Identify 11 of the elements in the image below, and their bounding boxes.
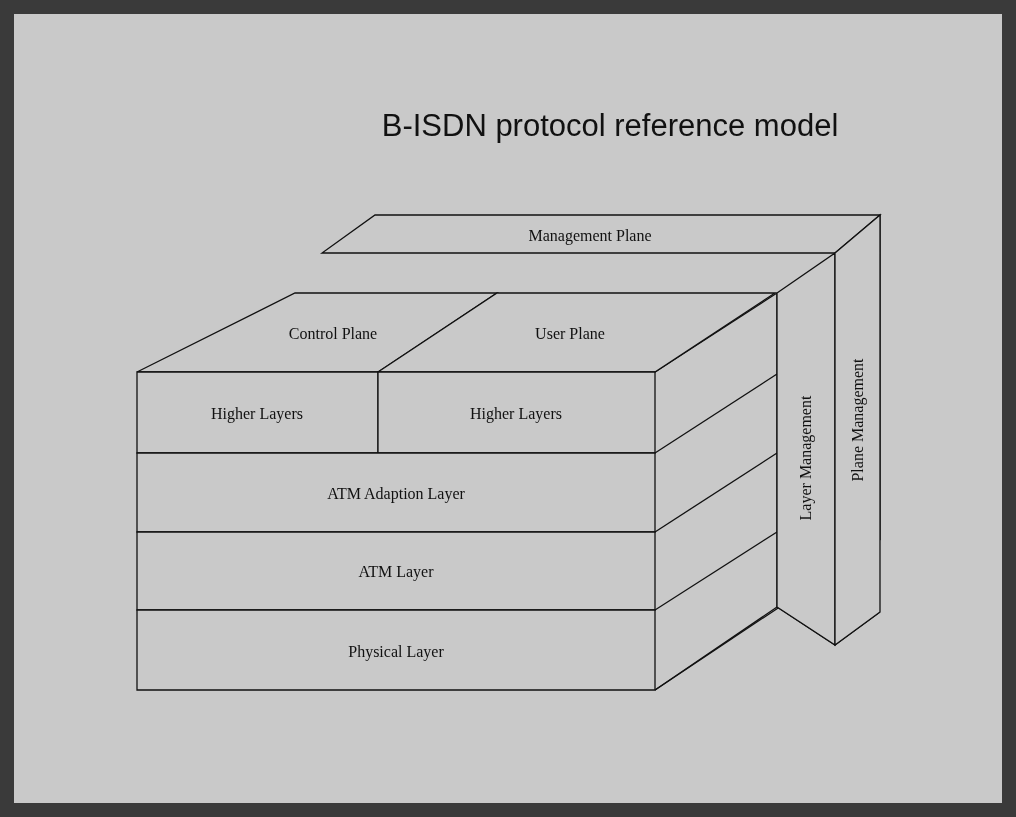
strip-label: Layer Management xyxy=(797,395,815,521)
layer-label: Control Plane xyxy=(288,325,378,343)
layer-label: Management Plane xyxy=(528,227,652,245)
layer-label: Higher Layers xyxy=(211,405,303,423)
layer-label: Higher Layers xyxy=(470,405,562,423)
layer-label: ATM Layer xyxy=(358,563,434,581)
layer-label: Physical Layer xyxy=(348,643,444,661)
layer-label: User Plane xyxy=(535,325,605,343)
strip-label: Plane Management xyxy=(849,358,867,482)
layer-label: ATM Adaption Layer xyxy=(327,485,465,503)
title: B-ISDN protocol reference model xyxy=(380,108,840,144)
